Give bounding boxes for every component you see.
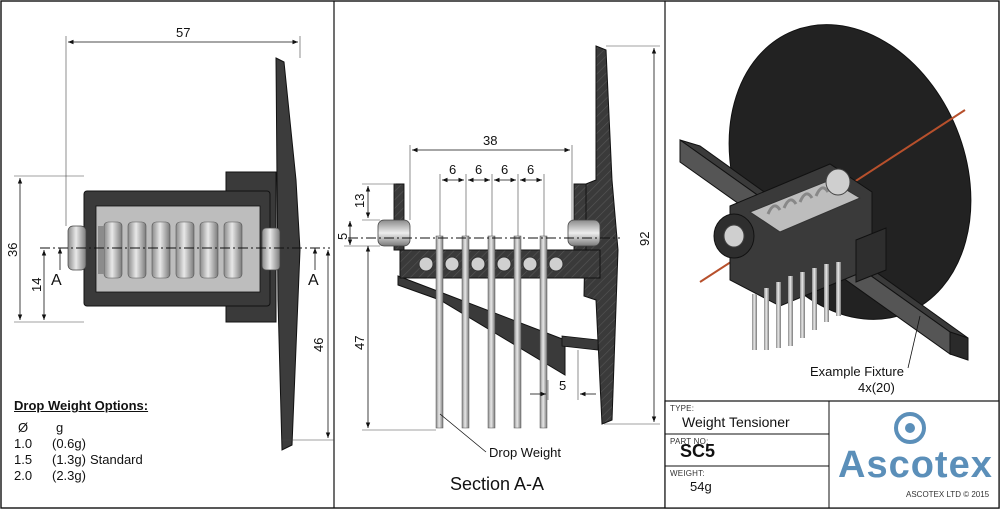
header-grams: g bbox=[56, 420, 64, 435]
dim-13: 13 bbox=[352, 194, 367, 208]
section-mark-right: A bbox=[308, 272, 319, 289]
dim-36: 36 bbox=[5, 243, 20, 257]
row-grams: (0.6g) bbox=[52, 436, 86, 451]
drop-weight-row: 1.0 (0.6g) bbox=[14, 436, 314, 452]
row-dia: 1.0 bbox=[14, 436, 33, 451]
type-value: Weight Tensioner bbox=[682, 414, 790, 430]
iso-pins bbox=[752, 262, 841, 350]
section-pin-heads bbox=[418, 256, 564, 272]
dim-pitch-2: 6 bbox=[475, 162, 482, 177]
brand-name: Ascotex bbox=[838, 444, 993, 486]
drop-weight-row: 1.5 (1.3g) Standard bbox=[14, 452, 314, 468]
dim-pitch-4: 6 bbox=[527, 162, 534, 177]
dim-5-tab: 5 bbox=[559, 378, 566, 393]
row-note: Standard bbox=[89, 452, 143, 467]
brand-logo-icon bbox=[894, 412, 926, 444]
type-label: TYPE: bbox=[670, 404, 695, 413]
brand-copyright: ASCOTEX LTD © 2015 bbox=[906, 490, 990, 499]
dim-5-hole: 5 bbox=[335, 233, 350, 240]
dim-14: 14 bbox=[29, 278, 44, 292]
weight-label: WEIGHT: bbox=[670, 469, 705, 478]
section-disc-wall bbox=[583, 45, 619, 425]
dim-57: 57 bbox=[176, 25, 190, 40]
iso-view: Example Fixture 4x(20) bbox=[679, 24, 972, 395]
drop-weight-header: Ø g bbox=[14, 420, 314, 436]
dim-47: 47 bbox=[352, 336, 367, 350]
row-dia: 1.5 bbox=[14, 452, 33, 467]
drop-weight-title: Drop Weight Options: bbox=[14, 398, 149, 413]
section-caption: Section A-A bbox=[450, 474, 544, 494]
title-block bbox=[664, 400, 1000, 509]
header-diameter: Ø bbox=[18, 420, 29, 435]
section-drop-pins bbox=[435, 235, 548, 429]
drop-weight-options: Drop Weight Options: Ø g 1.0 (0.6g) 1.5 … bbox=[14, 398, 314, 484]
part-value: SC5 bbox=[680, 441, 716, 461]
front-pins bbox=[98, 221, 243, 279]
front-view: A A 57 36 14 46 bbox=[5, 25, 334, 451]
weight-value: 54g bbox=[690, 479, 712, 494]
row-grams: (1.3g) bbox=[52, 452, 86, 467]
dim-46: 46 bbox=[311, 338, 326, 352]
row-dia: 2.0 bbox=[14, 468, 33, 483]
drop-weight-row: 2.0 (2.3g) bbox=[14, 468, 314, 484]
label-drop-weight: Drop Weight bbox=[489, 445, 561, 460]
section-mark-left: A bbox=[51, 272, 62, 289]
label-example-fixture: Example Fixture bbox=[810, 364, 904, 379]
dim-pitch-3: 6 bbox=[501, 162, 508, 177]
dim-pitch-1: 6 bbox=[449, 162, 456, 177]
row-grams: (2.3g) bbox=[52, 468, 86, 483]
dim-92: 92 bbox=[637, 232, 652, 246]
part-label: PART NO: bbox=[670, 437, 709, 446]
disc-edge bbox=[275, 57, 301, 451]
section-view: 38 6 6 6 6 13 5 92 47 bbox=[335, 45, 660, 494]
dim-38: 38 bbox=[483, 133, 497, 148]
label-fixture-size: 4x(20) bbox=[858, 380, 895, 395]
